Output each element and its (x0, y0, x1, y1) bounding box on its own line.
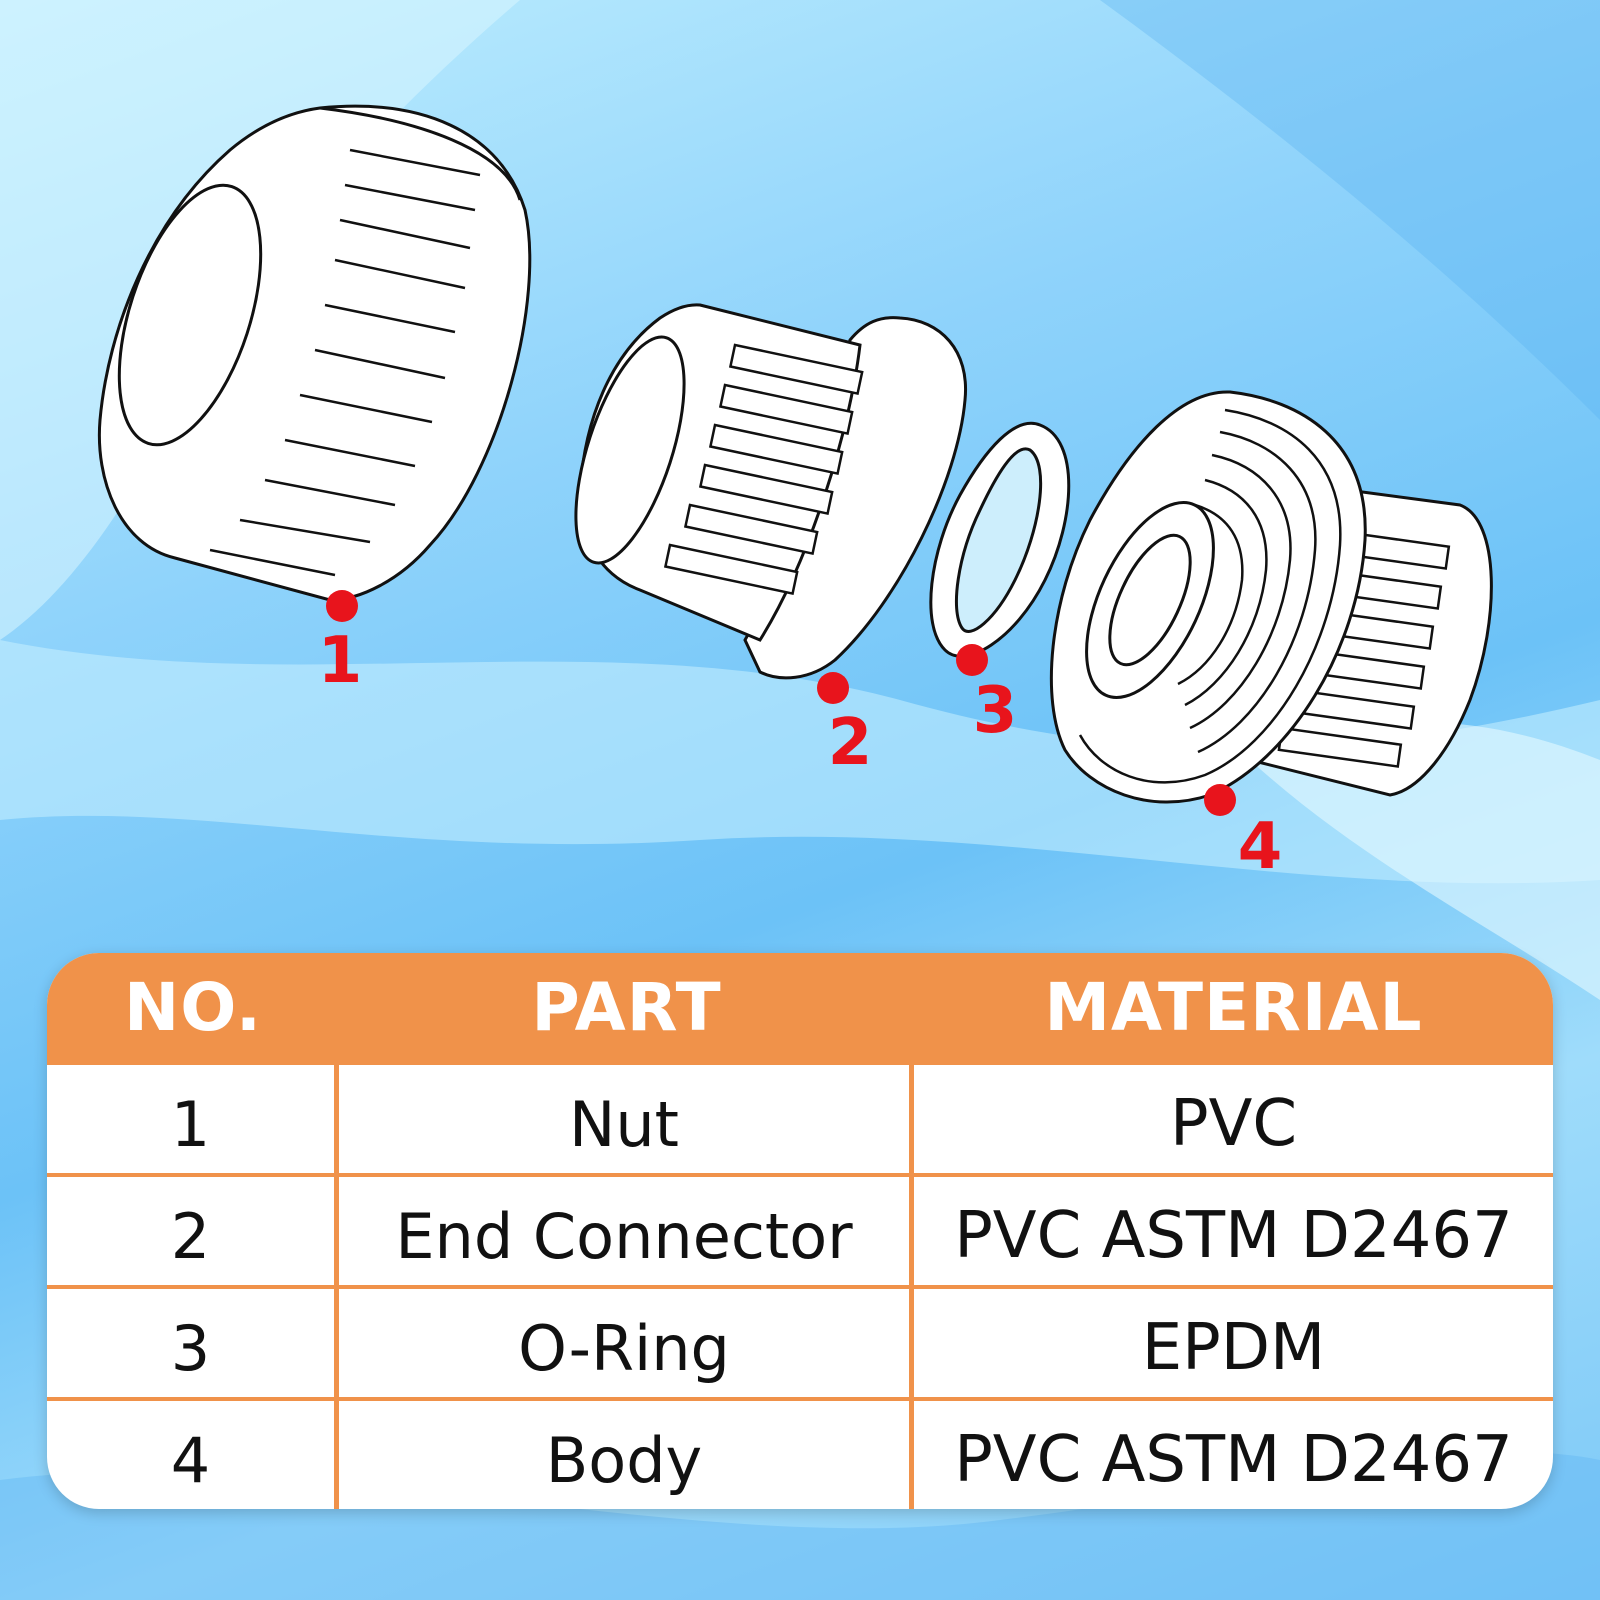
table-row: 1 Nut PVC (47, 1061, 1553, 1177)
table-header-row: NO. PART MATERIAL (47, 953, 1553, 1061)
nut-part-icon (97, 104, 532, 602)
row-3-material: EPDM (1141, 1311, 1326, 1385)
callout-dot-2 (817, 672, 849, 704)
end-connector-part-icon (574, 303, 968, 680)
row-3-part: O-Ring (339, 1289, 914, 1401)
table-row: 4 Body PVC ASTM D2467 (47, 1397, 1553, 1509)
callout-dot-3 (956, 644, 988, 676)
row-4-material: PVC ASTM D2467 (954, 1423, 1513, 1497)
callout-dot-1 (326, 590, 358, 622)
header-no: NO. (124, 968, 262, 1046)
table-row: 3 O-Ring EPDM (47, 1285, 1553, 1401)
row-4-part: Body (339, 1401, 914, 1509)
callout-dot-4 (1204, 784, 1236, 816)
row-2-no: 2 (47, 1177, 339, 1289)
row-1-material: PVC (1169, 1087, 1298, 1161)
exploded-parts-illustration: 1 2 3 4 (97, 104, 1493, 884)
callout-number-3: 3 (973, 674, 1018, 748)
row-2-material: PVC ASTM D2467 (954, 1199, 1513, 1273)
header-material: MATERIAL (1044, 968, 1423, 1046)
o-ring-part-icon (929, 421, 1071, 658)
table-row: 2 End Connector PVC ASTM D2467 (47, 1173, 1553, 1289)
callout-number-2: 2 (828, 706, 873, 780)
row-3-no: 3 (47, 1289, 339, 1401)
callout-dots (326, 590, 1236, 816)
callout-number-4: 4 (1238, 810, 1283, 884)
row-4-no: 4 (47, 1401, 339, 1509)
row-2-part: End Connector (339, 1177, 914, 1289)
row-1-no: 1 (47, 1065, 339, 1177)
header-part: PART (531, 968, 722, 1046)
parts-table: NO. PART MATERIAL 1 Nut PVC 2 End Connec… (47, 953, 1553, 1509)
body-part-icon (1049, 390, 1493, 804)
row-1-part: Nut (339, 1065, 914, 1177)
callout-number-1: 1 (318, 624, 363, 698)
